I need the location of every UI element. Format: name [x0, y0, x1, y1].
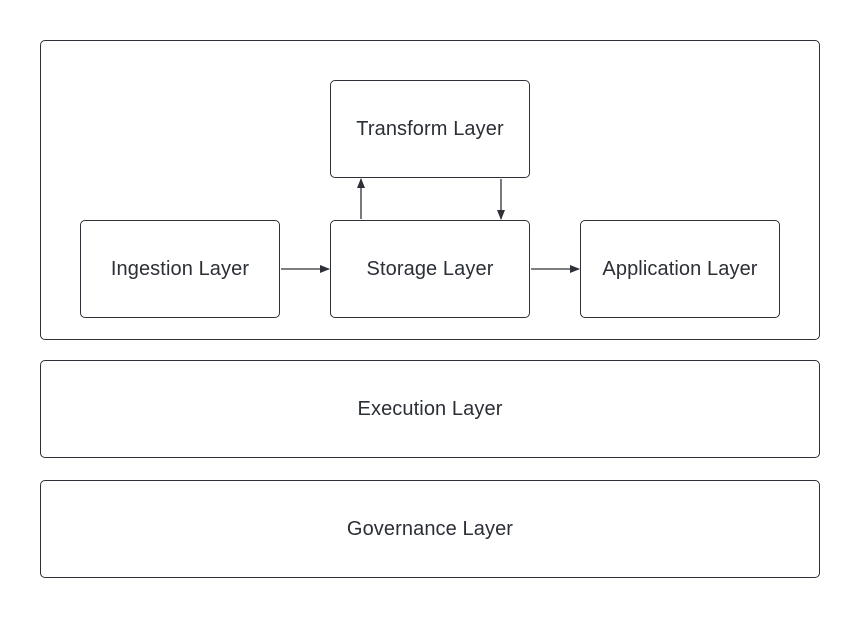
ingestion-layer-box[interactable]: Ingestion Layer — [80, 220, 280, 318]
governance-layer-box[interactable]: Governance Layer — [40, 480, 820, 578]
execution-layer-box[interactable]: Execution Layer — [40, 360, 820, 458]
application-layer-label: Application Layer — [602, 257, 758, 280]
application-layer-box[interactable]: Application Layer — [580, 220, 780, 318]
storage-layer-box[interactable]: Storage Layer — [330, 220, 530, 318]
execution-layer-label: Execution Layer — [357, 397, 503, 420]
transform-layer-box[interactable]: Transform Layer — [330, 80, 530, 178]
transform-layer-label: Transform Layer — [356, 117, 504, 140]
storage-layer-label: Storage Layer — [366, 257, 494, 280]
ingestion-layer-label: Ingestion Layer — [110, 257, 250, 280]
governance-layer-label: Governance Layer — [346, 517, 514, 540]
